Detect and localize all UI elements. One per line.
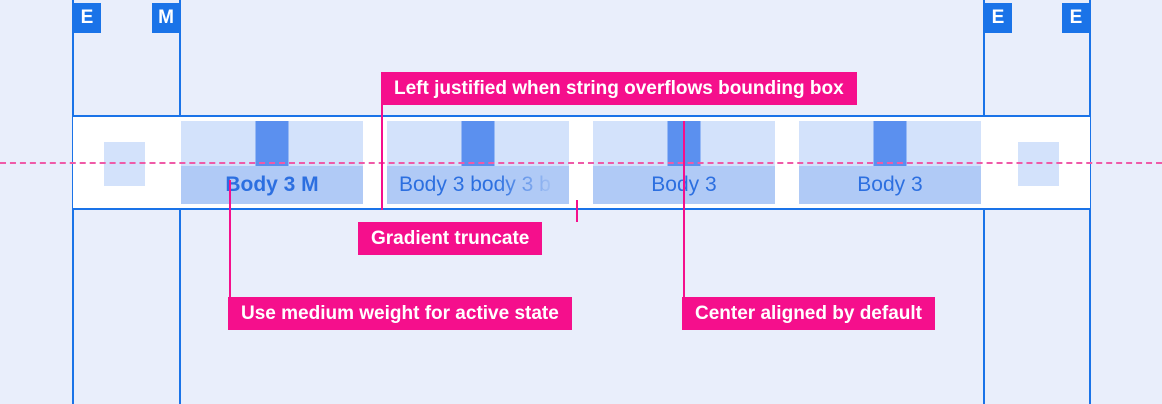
annotation-left-justified: Left justified when string overflows bou…	[381, 72, 857, 105]
edge-icon-right	[1018, 142, 1059, 186]
leader-gradient-truncate	[576, 200, 578, 222]
tab-label-row: Body 3 M	[181, 166, 363, 204]
tab-active-medium[interactable]: Body 3 M	[181, 121, 363, 204]
tab-label-row: Body 3	[799, 166, 981, 204]
badge-e-left: E	[73, 3, 101, 33]
leader-center-aligned	[683, 121, 685, 297]
tab-icon-row	[799, 121, 981, 166]
annotation-center-aligned: Center aligned by default	[682, 297, 935, 330]
tab-icon	[255, 121, 289, 166]
vertical-center-guideline	[0, 162, 1162, 164]
edge-icon-left	[104, 142, 145, 186]
tab-icon-row	[181, 121, 363, 166]
tab-label-row: Body 3 body 3 b	[387, 166, 569, 204]
badge-e-right-inner: E	[984, 3, 1012, 33]
tab-label: Body 3	[857, 173, 923, 196]
guide-rail-right-outer	[1089, 0, 1091, 404]
tab-icon	[873, 121, 907, 166]
annotation-gradient-truncate: Gradient truncate	[358, 222, 543, 255]
tab-overflow-left-justified[interactable]: Body 3 body 3 b	[387, 121, 569, 204]
badge-e-right-outer: E	[1062, 3, 1090, 33]
gradient-truncate-overlay	[495, 166, 569, 204]
tab-icon-row	[387, 121, 569, 166]
tab-icon	[461, 121, 495, 166]
tab-center-default-2[interactable]: Body 3	[799, 121, 981, 204]
leader-left-justified	[381, 72, 383, 210]
tab-label: Body 3 M	[225, 173, 319, 196]
leader-medium-weight	[229, 180, 231, 297]
annotation-medium-weight: Use medium weight for active state	[228, 297, 572, 330]
badge-m-left: M	[152, 3, 180, 33]
